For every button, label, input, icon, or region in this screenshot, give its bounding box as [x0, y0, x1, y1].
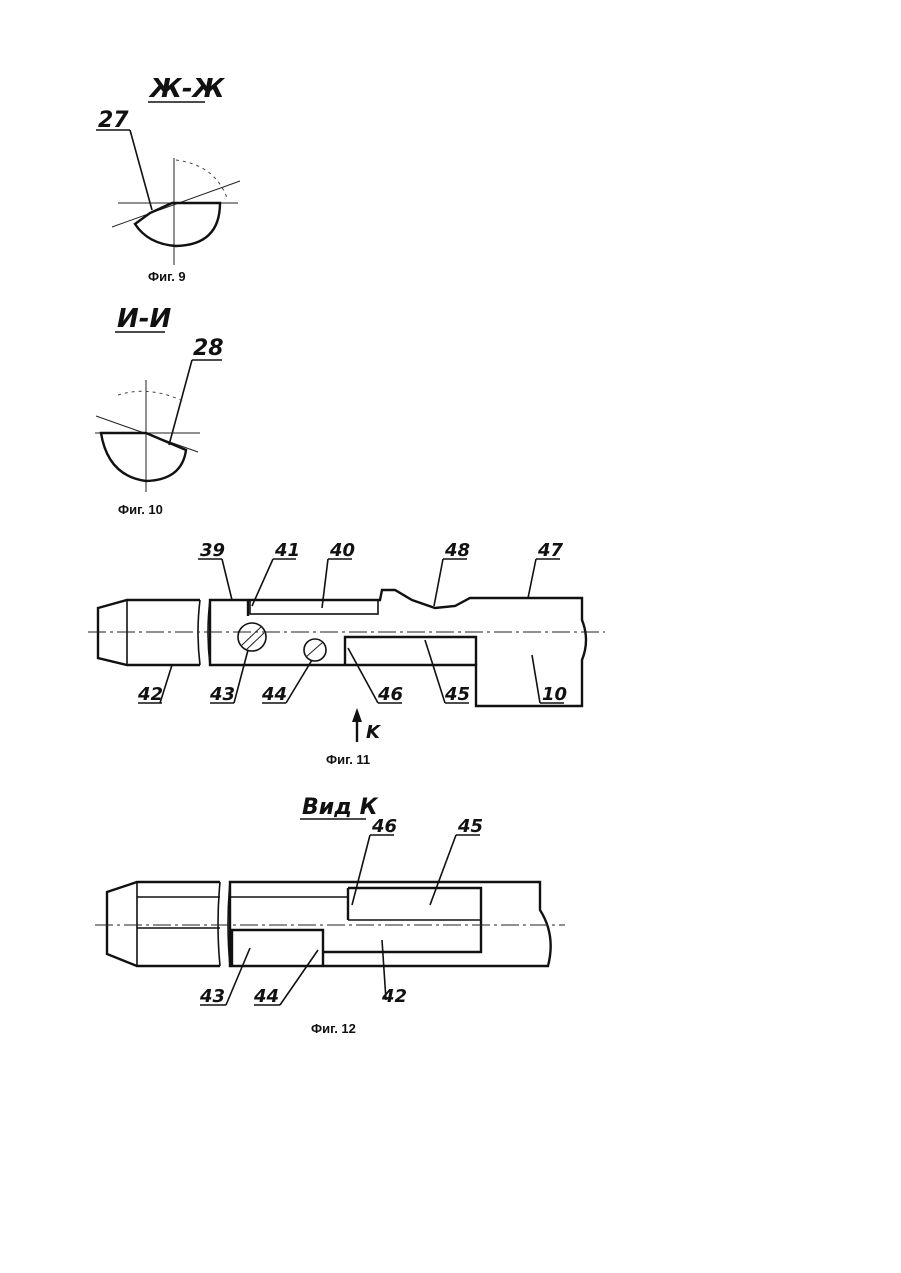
fig11-view-arrowhead [352, 708, 362, 722]
fig11-label-46: 46 [377, 684, 403, 705]
fig11-slot-40 [250, 600, 378, 614]
fig11-label-47: 47 [537, 540, 564, 561]
fig12-label-46: 46 [371, 816, 397, 837]
fig9-section-title: Ж-Ж [148, 74, 226, 104]
fig11-label-41: 41 [274, 540, 300, 561]
fig11-label-48: 48 [444, 540, 470, 561]
fig10-angle-arc [118, 391, 185, 402]
fig12-caption: Фиг. 12 [311, 1021, 356, 1036]
fig12-view-title: Вид К [302, 795, 379, 820]
fig11-label-39: 39 [200, 540, 225, 561]
fig11-leader-10 [532, 655, 540, 703]
fig11-hole-43 [238, 623, 266, 651]
fig11-leader-47 [528, 559, 536, 598]
fig10-leader-28 [169, 360, 192, 445]
fig11-groove-45 [345, 637, 476, 665]
fig11-leader-39 [222, 559, 232, 600]
fig11-leader-43 [234, 650, 248, 703]
fig9-caption: Фиг. 9 [148, 269, 186, 284]
figure-9: Ж-Ж 27 Фиг. 9 [96, 74, 240, 284]
fig12-slot-43 [232, 930, 323, 966]
fig11-hole-43-hatch1 [241, 626, 262, 646]
fig11-label-44: 44 [261, 684, 287, 705]
figure-10: И-И 28 Фиг. 10 [95, 304, 224, 517]
fig12-break-left [218, 882, 220, 966]
fig12-main-body [230, 882, 551, 966]
fig12-left-tip [107, 882, 220, 966]
fig11-label-40: 40 [329, 540, 355, 561]
fig9-hatched-section [135, 203, 220, 246]
fig11-leader-48 [434, 559, 443, 606]
figure-12: Вид К 46 45 43 44 42 [95, 795, 565, 1036]
fig9-leader-27 [130, 130, 152, 210]
fig11-label-42: 42 [137, 684, 163, 705]
fig11-label-10: 10 [542, 684, 567, 705]
fig12-label-45: 45 [457, 816, 483, 837]
fig12-leader-44 [280, 950, 318, 1005]
fig9-angle-arc [176, 160, 227, 198]
figure-11: 39 41 40 48 47 42 43 44 46 45 10 [88, 540, 605, 767]
fig11-caption: Фиг. 11 [326, 752, 370, 767]
fig12-label-43: 43 [199, 986, 225, 1007]
fig11-leader-45 [425, 640, 445, 703]
fig12-label-42: 42 [381, 986, 407, 1007]
fig10-caption: Фиг. 10 [118, 502, 163, 517]
fig10-label-28: 28 [193, 336, 224, 361]
fig11-label-45: 45 [444, 684, 470, 705]
fig10-section-title: И-И [117, 304, 172, 334]
fig12-leader-46 [352, 835, 370, 905]
fig11-view-arrow-label: K [366, 722, 382, 743]
fig10-hatched-section [101, 433, 186, 481]
fig11-hole-44-hatch [306, 642, 323, 657]
fig12-leader-45 [430, 835, 456, 905]
fig11-label-43: 43 [209, 684, 235, 705]
fig11-leader-46 [348, 648, 378, 703]
fig12-label-44: 44 [253, 986, 279, 1007]
fig11-leader-44 [286, 660, 312, 703]
